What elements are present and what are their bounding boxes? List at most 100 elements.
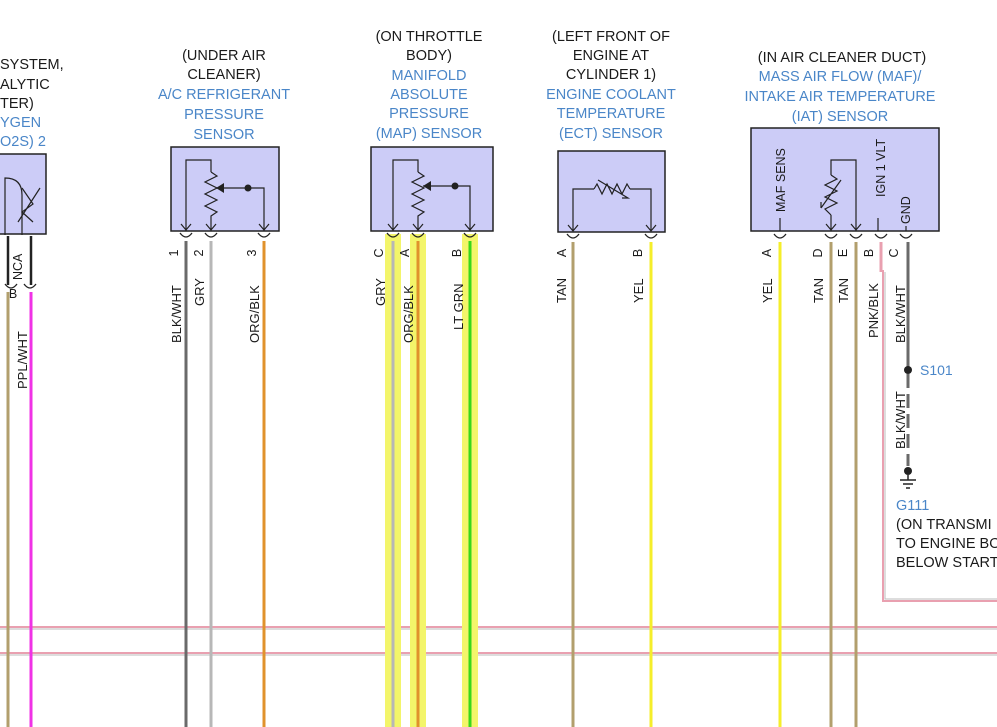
map-name-line-4: (MAP) SENSOR [376, 126, 482, 142]
ground-icon [900, 475, 916, 489]
maf-pin-b: B [862, 249, 876, 257]
bus-lines [0, 270, 997, 656]
map-location-line-1: (ON THROTTLE [376, 29, 483, 45]
splice-s101: S101 BLK/WHT [893, 362, 953, 466]
maf-component-box [750, 127, 940, 232]
ac-name-line-1: A/C REFRIGERANT [158, 87, 290, 103]
o2s-sensor: SYSTEM, ALYTIC TER) YGEN O2S) 2 B NCA PP… [0, 57, 64, 727]
map-pin-a: A [398, 248, 412, 257]
map-junction-dot [451, 182, 459, 190]
ground-location-line-2: TO ENGINE BO [896, 536, 997, 552]
o2s-wire-label: PPL/WHT [15, 331, 30, 389]
ect-pin-a: A [555, 248, 569, 257]
ac-resistor-zigzag [203, 171, 219, 220]
ac-refrigerant-pressure-sensor: (UNDER AIR CLEANER) A/C REFRIGERANT PRES… [158, 48, 290, 727]
o2s-location-line-3: TER) [0, 96, 34, 112]
ac-component-box [170, 146, 280, 232]
map-component-box [370, 146, 494, 232]
maf-pin-terminals [773, 233, 913, 239]
o2s-component-box [0, 153, 47, 235]
maf-location-line-1: (IN AIR CLEANER DUCT) [758, 50, 926, 66]
ac-pin-1: 1 [167, 249, 181, 256]
ect-location-line-3: CYLINDER 1) [566, 67, 656, 83]
ac-location-line-1: (UNDER AIR [182, 48, 266, 64]
map-location-line-2: BODY) [406, 48, 452, 64]
splice-dot [904, 366, 912, 374]
maf-wire-label-3: TAN [836, 278, 851, 303]
maf-wire-label-2: TAN [811, 278, 826, 303]
o2s-location-line-2: ALYTIC [0, 77, 50, 93]
ect-component-box [557, 150, 666, 233]
ect-pin-terminals [566, 233, 658, 239]
ground-return-wire [882, 270, 997, 602]
map-pin-arrows [387, 223, 476, 231]
splice-wire-label: BLK/WHT [893, 391, 908, 449]
ac-wire-label-3: ORG/BLK [247, 285, 262, 343]
o2s-inbox-label: NCA [11, 253, 25, 280]
maf-inbox-gnd: GND [899, 196, 913, 224]
maf-name-line-2: INTAKE AIR TEMPERATURE [745, 89, 936, 105]
maf-name-line-3: (IAT) SENSOR [792, 109, 888, 125]
map-pin-terminals [386, 232, 477, 238]
o2s-name-line-2: O2S) 2 [0, 134, 46, 150]
maf-pin-c: C [887, 248, 901, 257]
ect-pin-arrows [567, 224, 657, 232]
ground-dot [904, 467, 912, 475]
ect-sensor: (LEFT FRONT OF ENGINE AT CYLINDER 1) ENG… [546, 29, 676, 727]
thermistor-icon [593, 179, 631, 199]
map-name-line-2: ABSOLUTE [390, 87, 468, 103]
maf-inbox-maf-sens: MAF SENS [774, 148, 788, 212]
maf-wire-label-5: BLK/WHT [893, 285, 908, 343]
ac-pin-terminals [179, 232, 271, 238]
o2s-name-line-1: YGEN [0, 115, 41, 131]
splice-id: S101 [920, 362, 953, 378]
map-pin-b: B [450, 249, 464, 257]
map-sensor: (ON THROTTLE BODY) MANIFOLD ABSOLUTE PRE… [370, 29, 494, 727]
maf-pin-d: D [811, 248, 825, 257]
iat-thermistor-icon [820, 174, 842, 216]
ect-circuit-lines [572, 188, 652, 231]
o2s-location-line-1: SYSTEM, [0, 57, 64, 73]
ground-id: G111 [896, 498, 929, 514]
o2s-element-symbol [4, 177, 23, 235]
ac-pin-arrows [180, 223, 270, 231]
ect-location-line-2: ENGINE AT [573, 48, 649, 64]
ect-location-line-1: (LEFT FRONT OF [552, 29, 670, 45]
ac-pin-3: 3 [245, 249, 259, 256]
ac-wire-label-2: GRY [192, 278, 207, 306]
ground-g111: G111 (ON TRANSMI TO ENGINE BO BELOW STAR… [896, 467, 997, 571]
o2s-pin-terminals [4, 283, 37, 289]
maf-pin-e: E [836, 249, 850, 257]
ect-name-line-3: (ECT) SENSOR [559, 126, 663, 142]
ac-wire-label-1: BLK/WHT [169, 285, 184, 343]
ect-wire-label-2: YEL [631, 278, 646, 303]
map-pin-c: C [372, 248, 386, 257]
ground-location-line-1: (ON TRANSMI [896, 517, 992, 533]
maf-wire-label-4: PNK/BLK [866, 283, 881, 338]
map-wire-label-1: GRY [373, 278, 388, 306]
maf-name-line-1: MASS AIR FLOW (MAF)/ [759, 69, 923, 85]
map-name-line-3: PRESSURE [389, 106, 469, 122]
ground-return-wire-gray [884, 272, 997, 600]
maf-inbox-ign-1-vlt: IGN 1 VLT [874, 139, 888, 197]
maf-pin-arrows [825, 223, 862, 231]
ect-pin-b: B [631, 249, 645, 257]
maf-iat-sensor: (IN AIR CLEANER DUCT) MASS AIR FLOW (MAF… [745, 50, 940, 727]
maf-pin-a: A [760, 248, 774, 257]
ac-name-line-3: SENSOR [193, 127, 254, 143]
map-wiper-arrow [423, 181, 431, 191]
ground-location-line-3: BELOW START [896, 555, 997, 571]
ect-name-line-1: ENGINE COOLANT [546, 87, 676, 103]
ect-name-line-2: TEMPERATURE [557, 106, 666, 122]
maf-wire-label-1: YEL [760, 278, 775, 303]
ac-wiper-arrow [216, 183, 224, 193]
map-wire-label-3: LT GRN [451, 284, 466, 330]
map-name-line-1: MANIFOLD [392, 68, 467, 84]
ac-junction-dot [244, 184, 252, 192]
variable-resistor-icon [17, 187, 41, 223]
o2s-pin-label: B [9, 287, 17, 301]
ac-name-line-2: PRESSURE [184, 107, 264, 123]
map-wire-label-2: ORG/BLK [401, 285, 416, 343]
ect-wire-label-1: TAN [554, 278, 569, 303]
